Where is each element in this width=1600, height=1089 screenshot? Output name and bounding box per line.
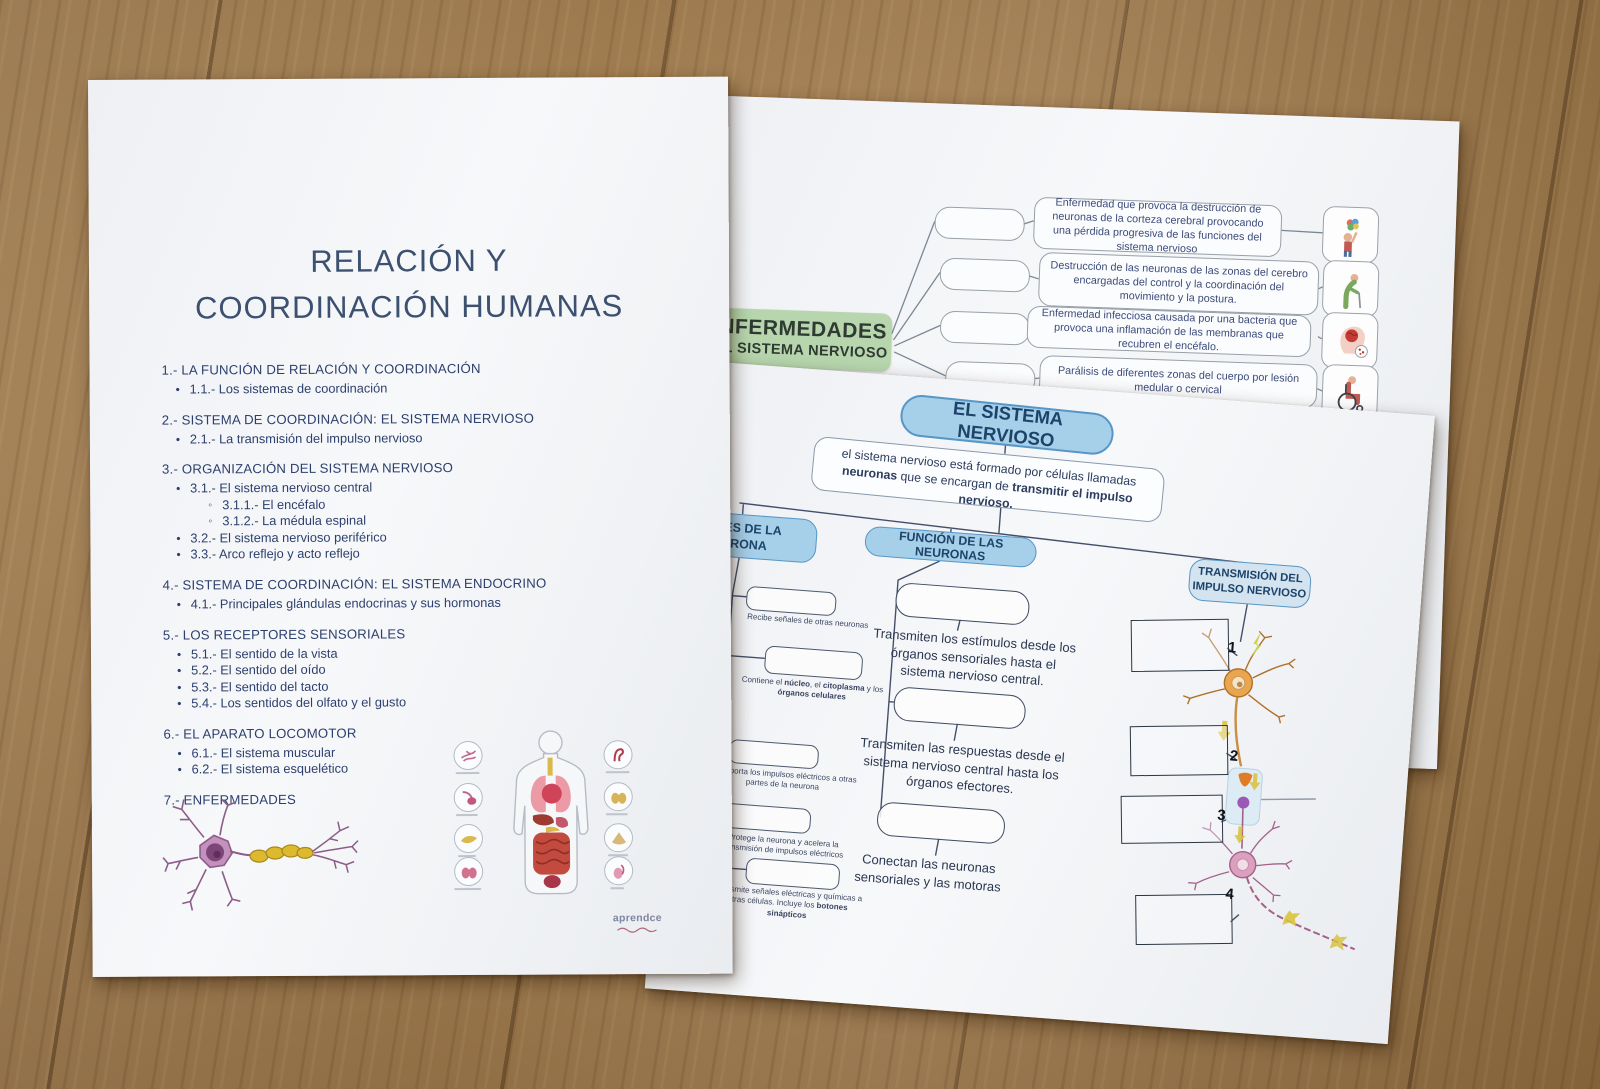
organ-label bbox=[455, 771, 480, 775]
endocrine-body-illustration bbox=[513, 730, 589, 895]
document-title-line1: RELACIÓN Y bbox=[310, 242, 508, 279]
toc-item: 3.3.- Arco reflejo y acto reflejo bbox=[162, 544, 674, 563]
toc-heading: 1.- LA FUNCIÓN DE RELACIÓN Y COORDINACIÓ… bbox=[161, 360, 481, 378]
caption-text: , el bbox=[809, 679, 824, 690]
impulse-step-number: 2 bbox=[1229, 747, 1239, 765]
publisher-logo: aprendce bbox=[592, 912, 682, 933]
intro-bold-neuronas: neuronas bbox=[841, 463, 898, 483]
logo-squiggle bbox=[617, 927, 657, 933]
disease-description: Enfermedad que provoca la destrucción de… bbox=[1032, 195, 1283, 258]
disease-description-text: Destrucción de las neuronas de las zonas… bbox=[1050, 258, 1309, 306]
caption-text: y los bbox=[864, 683, 884, 695]
organ-label bbox=[605, 771, 630, 774]
organ-icon-thyroid-2 bbox=[603, 782, 633, 812]
step-number: 1 bbox=[1227, 639, 1237, 657]
paper-diseases-mindmap: ENFERMEDADES DEL SISTEMA NERVIOSO Enferm… bbox=[677, 95, 1460, 770]
paper-nervous-system-map: EL SISTEMA NERVIOSO el sistema nervioso … bbox=[644, 360, 1435, 1045]
disease-answer-blank bbox=[934, 206, 1026, 242]
toc-item: 4.1.- Principales glándulas endocrinas y… bbox=[163, 594, 675, 613]
toc-section: 2.- SISTEMA DE COORDINACIÓN: EL SISTEMA … bbox=[162, 409, 674, 448]
impulse-step-number: 3 bbox=[1217, 807, 1227, 825]
step-number: 2 bbox=[1229, 747, 1239, 766]
parkinson-person-icon bbox=[1321, 259, 1380, 318]
toc-item: 5.4.- Los sentidos del olfato y el gusto bbox=[163, 693, 675, 712]
caption-bold: núcleo bbox=[784, 677, 811, 689]
step-number: 4 bbox=[1224, 885, 1235, 904]
wheelchair-person-icon bbox=[1321, 363, 1379, 422]
publisher-logo-text: aprendce bbox=[612, 912, 662, 925]
toc-heading: 4.- SISTEMA DE COORDINACIÓN: EL SISTEMA … bbox=[162, 575, 547, 593]
organ-label bbox=[458, 854, 477, 858]
disease-answer-blank bbox=[939, 310, 1031, 346]
document-title: RELACIÓN Y COORDINACIÓN HUMANAS bbox=[89, 237, 729, 332]
organ-icon-pineal bbox=[453, 740, 483, 771]
disease-answer-blank bbox=[939, 257, 1031, 293]
toc-section: 4.- SISTEMA DE COORDINACIÓN: EL SISTEMA … bbox=[163, 574, 675, 613]
alzheimer-person-icon bbox=[1321, 205, 1380, 264]
toc-section: 5.- LOS RECEPTORES SENSORIALES 5.1.- El … bbox=[163, 624, 675, 713]
toc-heading: 3.- ORGANIZACIÓN DEL SISTEMA NERVIOSO bbox=[162, 460, 454, 477]
toc-heading: 2.- SISTEMA DE COORDINACIÓN: EL SISTEMA … bbox=[161, 410, 535, 428]
organ-label bbox=[454, 887, 482, 891]
organ-label bbox=[605, 813, 628, 816]
impulse-step-blank bbox=[1135, 893, 1233, 946]
organ-label bbox=[455, 813, 478, 817]
toc-item: 1.1.- Los sistemas de coordinación bbox=[162, 379, 674, 398]
meningitis-head-icon bbox=[1320, 311, 1379, 370]
organ-icon-hypothalamus bbox=[603, 740, 633, 770]
organ-icon-adrenal bbox=[603, 823, 634, 853]
organ-icon-testis bbox=[604, 856, 634, 886]
paper-table-of-contents: RELACIÓN Y COORDINACIÓN HUMANAS 1.- LA F… bbox=[88, 76, 733, 977]
organ-icon-pancreas bbox=[453, 823, 484, 854]
organ-label bbox=[610, 887, 625, 890]
neuron-illustration bbox=[162, 798, 359, 911]
toc-item: 2.1.- La transmisión del impulso nervios… bbox=[162, 429, 674, 448]
step-number: 3 bbox=[1216, 806, 1227, 825]
impulse-step-blank bbox=[1129, 725, 1229, 777]
organ-label bbox=[608, 854, 629, 857]
organ-icon-pituitary bbox=[453, 782, 483, 813]
caption-text: Contiene el bbox=[741, 674, 785, 687]
toc-section: 3.- ORGANIZACIÓN DEL SISTEMA NERVIOSO 3.… bbox=[162, 458, 675, 563]
document-title-line2: COORDINACIÓN HUMANAS bbox=[194, 288, 624, 326]
impulse-step-blank bbox=[1120, 794, 1224, 844]
impulse-step-number: 4 bbox=[1225, 886, 1235, 904]
impulse-step-blank bbox=[1130, 618, 1230, 672]
toc-heading: 5.- LOS RECEPTORES SENSORIALES bbox=[162, 625, 406, 643]
organ-icon-thyroid bbox=[454, 856, 484, 887]
disease-description-text: Enfermedad infecciosa causada por una ba… bbox=[1041, 306, 1298, 354]
impulse-step-number: 1 bbox=[1227, 639, 1237, 657]
toc-section: 1.- LA FUNCIÓN DE RELACIÓN Y COORDINACIÓ… bbox=[161, 359, 673, 398]
disease-description-text: Enfermedad que provoca la destrucción de… bbox=[1052, 195, 1264, 256]
